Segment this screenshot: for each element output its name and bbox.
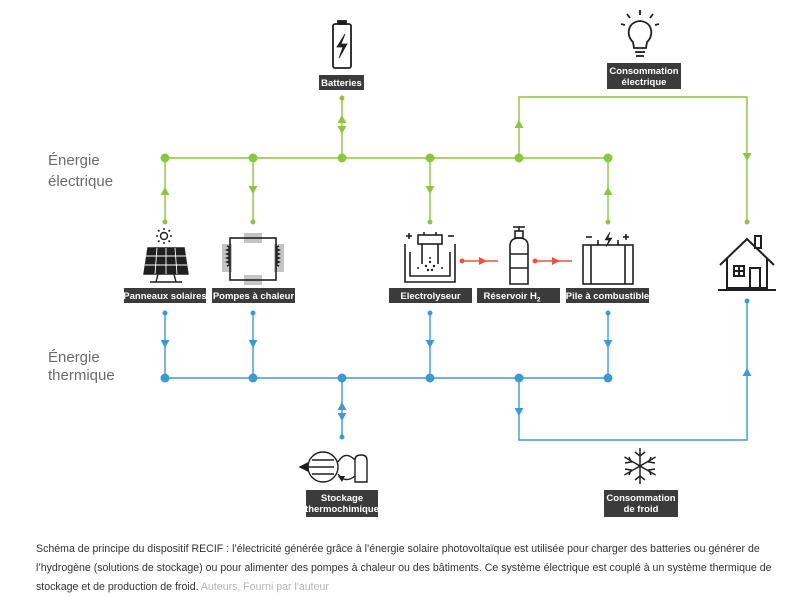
consommation-froid-label-line1: Consommation [606, 493, 675, 504]
reservoir-node: Réservoir H2 [477, 288, 560, 304]
arrow-down [337, 413, 347, 421]
junction-dot [160, 153, 170, 163]
caption-text: Schéma de principe du dispositif RECIF :… [36, 543, 772, 593]
thermal-arrows [160, 340, 752, 421]
panneaux-node: Panneaux solaires [123, 288, 207, 303]
arrow-down [248, 340, 258, 348]
arrow-down [742, 153, 752, 161]
reservoir-subscript: 2 [537, 297, 541, 304]
consommation-electrique-node: Consommation électrique [607, 63, 681, 89]
light-bulb-icon [620, 10, 660, 57]
batteries-label: Batteries [321, 78, 362, 89]
endpoint-dot [250, 219, 256, 225]
figure-caption: Schéma de principe du dispositif RECIF :… [36, 540, 788, 597]
endpoint-dot [427, 219, 433, 225]
arrow-right [479, 257, 487, 265]
endpoint-dot [605, 310, 611, 316]
junction-dot [514, 153, 524, 163]
endpoint-dot [339, 95, 345, 101]
house-icon [718, 235, 776, 291]
consommation-electrique-label-line1: Consommation [609, 66, 678, 77]
reservoir-label: Réservoir H [484, 291, 537, 302]
endpoint-dot [744, 219, 750, 225]
consommation-froid-label-line2: de froid [624, 504, 659, 515]
stockage-node: Stockage thermochimique [305, 490, 379, 517]
panneaux-label: Panneaux solaires [123, 291, 206, 302]
hydrogen-links [459, 257, 572, 265]
thermal-network [164, 301, 748, 441]
electric-bus-label-line1: Énergie [48, 152, 100, 169]
arrow-up [742, 368, 752, 376]
endpoint-dot [744, 298, 750, 304]
arrow-down [248, 186, 258, 194]
junction-dot [248, 373, 258, 383]
electric-arrows [160, 115, 752, 195]
consommation-electrique-label-line2: électrique [622, 77, 667, 88]
junction-dot [425, 153, 435, 163]
arrow-up [160, 187, 170, 195]
endpoint-dot [162, 219, 168, 225]
junction-dot [603, 153, 613, 163]
stockage-label-line2: thermochimique [305, 504, 379, 515]
hydrogen-tank-icon [509, 226, 529, 285]
arrow-down [160, 340, 170, 348]
heat-pump-icon [222, 233, 284, 285]
arrow-down [425, 340, 435, 348]
endpoint-dot [427, 310, 433, 316]
junction-dot [337, 373, 347, 383]
pompes-node: Pompes à chaleur [212, 288, 295, 303]
pompes-label: Pompes à chaleur [213, 291, 295, 302]
thermal-bus-label-line2: thermique [48, 367, 115, 384]
stockage-label-line1: Stockage [321, 493, 363, 504]
junction-dot [160, 373, 170, 383]
arrow-down [337, 126, 347, 134]
endpoint-dot [605, 219, 611, 225]
solar-panel-icon [143, 228, 189, 283]
thermal-bus-label-line1: Énergie [48, 349, 100, 366]
svg-text:Réservoir H2: Réservoir H2 [484, 291, 541, 304]
electric-bus-label-line2: électrique [48, 173, 113, 190]
snowflake-icon [624, 448, 656, 484]
pile-label: Pile à combustible [566, 291, 649, 302]
cold-loop [518, 301, 748, 441]
pile-node: Pile à combustible [566, 288, 649, 303]
endpoint-dot [339, 434, 345, 440]
electrolyseur-node: Electrolyseur [389, 288, 472, 303]
junction-dot [425, 373, 435, 383]
consommation-froid-node: Consommation de froid [604, 490, 678, 517]
batteries-node: Batteries [319, 75, 364, 90]
endpoint-dot [250, 310, 256, 316]
battery-icon [332, 20, 352, 69]
junction-dot [337, 153, 347, 163]
arrow-up [337, 115, 347, 123]
consumption-loop [518, 96, 748, 222]
arrow-down [603, 340, 613, 348]
arrow-right [552, 257, 560, 265]
thermochemical-storage-icon [298, 451, 368, 483]
electrolyseur-label: Electrolyseur [400, 291, 460, 302]
electric-junctions [160, 95, 750, 225]
fuel-cell-icon [582, 231, 634, 285]
arrow-up [603, 187, 613, 195]
arrow-up [337, 402, 347, 410]
junction-dot [603, 373, 613, 383]
electrolyser-icon [404, 232, 456, 283]
arrow-down [514, 408, 524, 416]
arrow-up [514, 120, 524, 128]
thermal-junctions [160, 298, 750, 440]
junction-dot [514, 373, 524, 383]
junction-dot [248, 153, 258, 163]
endpoint-dot [162, 310, 168, 316]
arrow-down [425, 186, 435, 194]
caption-credit[interactable]: Auteurs, Fourni par l'auteur [200, 581, 329, 593]
recif-diagram: Énergie électrique Énergie thermique [48, 10, 776, 517]
